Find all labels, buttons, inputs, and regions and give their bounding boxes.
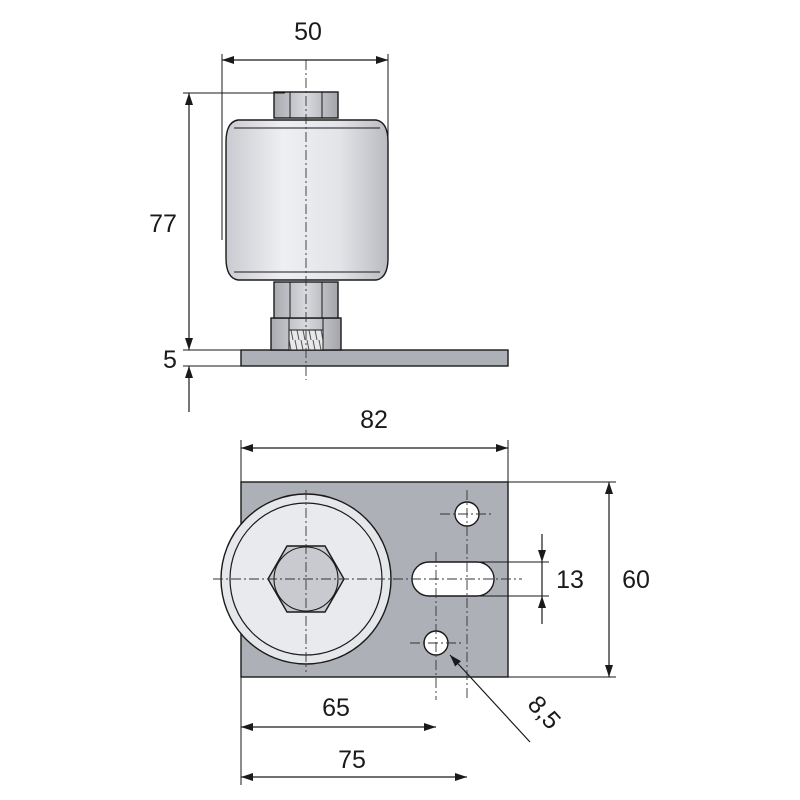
dim-slot-13: 13 xyxy=(478,534,584,624)
dim-hole-pos-label: 75 xyxy=(338,746,366,774)
dim-length-label: 82 xyxy=(360,406,388,434)
dim-plate-5: 5 xyxy=(163,346,241,412)
dim-slot-label: 13 xyxy=(556,566,584,594)
side-view: 50 77 5 xyxy=(149,18,509,412)
dim-width-label: 50 xyxy=(294,18,322,46)
dim-length-82: 82 xyxy=(240,406,509,482)
dim-hole-dia-label: 8,5 xyxy=(522,690,566,735)
dim-plate-label: 5 xyxy=(163,346,177,374)
dim-hole-pos-75: 75 xyxy=(241,746,467,781)
base-plate-side xyxy=(240,349,509,367)
dim-slot-pos-65: 65 xyxy=(240,677,436,785)
roller-body xyxy=(225,119,389,281)
dim-depth-60: 60 xyxy=(508,481,650,678)
dim-height-77: 77 xyxy=(149,92,285,350)
dim-width-50: 50 xyxy=(221,18,389,240)
dim-slot-pos-label: 65 xyxy=(322,694,350,722)
dim-height-label: 77 xyxy=(149,210,177,238)
top-view: 82 60 13 65 75 xyxy=(213,406,650,785)
dim-depth-label: 60 xyxy=(622,566,650,594)
